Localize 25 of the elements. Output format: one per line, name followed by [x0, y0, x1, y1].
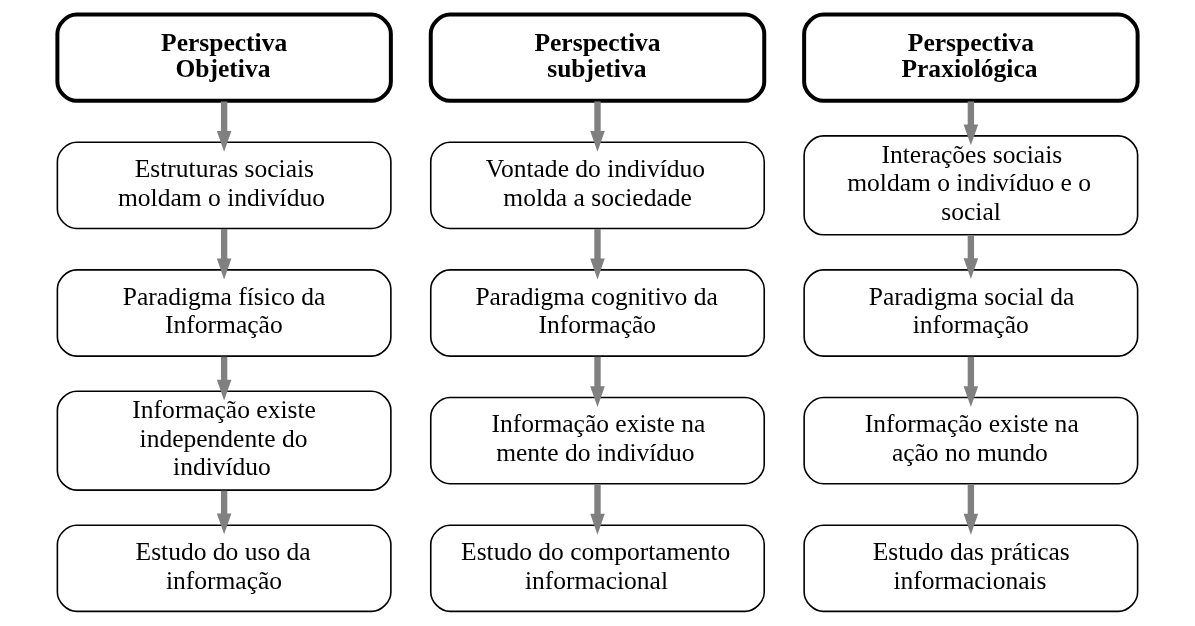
arrow	[963, 356, 979, 408]
node-box: Informação existe independente do indivíduo	[56, 390, 392, 491]
arrow	[963, 235, 979, 279]
node-box: Paradigma físico da Informação	[56, 269, 392, 357]
arrow	[590, 101, 605, 152]
arrow	[963, 484, 979, 535]
node-box: Perspectiva subjetiva	[428, 12, 767, 103]
arrow	[216, 101, 232, 152]
node-box: Perspectiva Objetiva	[55, 12, 393, 103]
node-box: Estudo do uso da informação	[56, 524, 392, 613]
node-box: Paradigma cognitivo da Informação	[429, 269, 766, 357]
arrow	[963, 101, 979, 146]
node-box: Estruturas sociais moldam o indivíduo	[56, 141, 392, 230]
node-box: Perspectiva Praxiológica	[802, 12, 1140, 103]
node-box: Estudo das práticas informacionais	[803, 524, 1139, 613]
node-box: Informação existe na mente do indivíduo	[429, 396, 766, 485]
arrow	[216, 356, 232, 401]
node-box: Estudo do comportamento informacional	[429, 524, 766, 613]
node-box: Informação existe na ação no mundo	[803, 396, 1139, 485]
arrow	[590, 356, 605, 408]
node-box: Vontade do indivíduo molda a sociedade	[429, 141, 766, 230]
arrow	[216, 490, 232, 535]
arrow	[590, 484, 605, 535]
node-box: Paradigma social da informação	[803, 269, 1139, 357]
node-box: Interações sociais moldam o indivíduo e o social	[803, 135, 1139, 236]
